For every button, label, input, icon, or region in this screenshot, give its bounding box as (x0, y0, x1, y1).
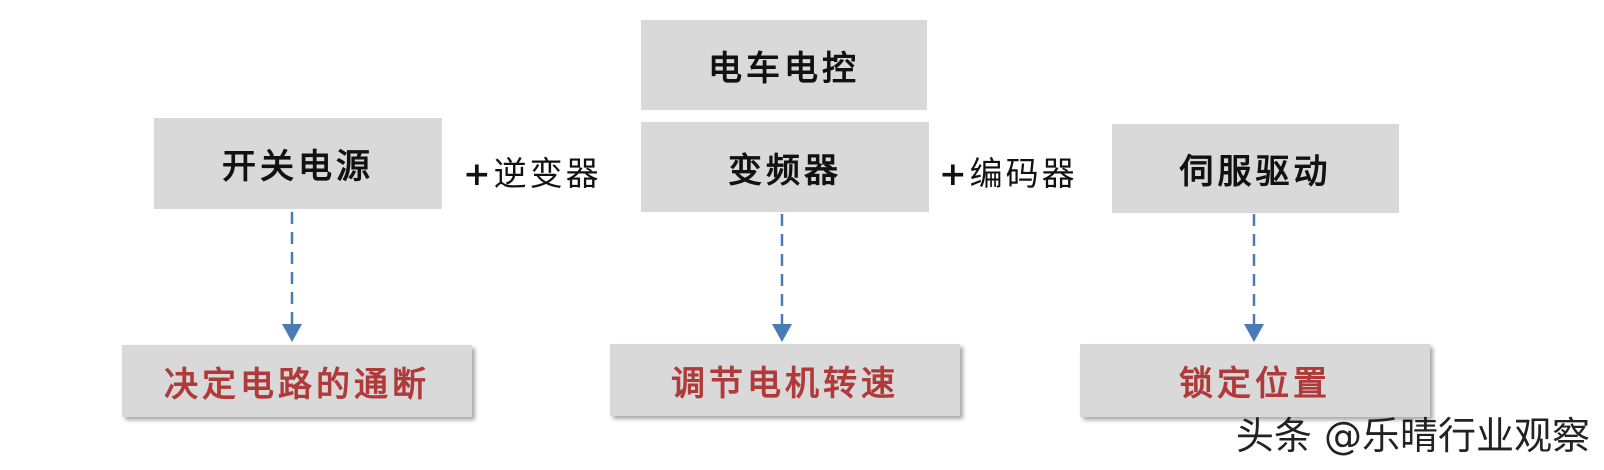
servo-drive-box: 伺服驱动 (1112, 124, 1399, 213)
switch-power-box: 开关电源 (154, 118, 442, 209)
arrowhead-switch-power (282, 324, 302, 342)
result-motor-speed: 调节电机转速 (610, 344, 960, 416)
inverter-box: 变频器 (641, 122, 929, 212)
watermark-caption: 头条 @乐晴行业观察 (1235, 414, 1590, 458)
arrowhead-inverter (772, 324, 792, 342)
result-circuit-switching: 决定电路的通断 (122, 345, 472, 417)
connector-text: 逆变器 (493, 154, 602, 193)
arrowhead-servo (1244, 324, 1264, 342)
connector-inverter-label: +逆变器 (463, 147, 602, 195)
ev-motor-control-box: 电车电控 (641, 20, 927, 110)
plus-sign: + (939, 154, 970, 193)
plus-sign: + (463, 154, 494, 193)
connector-encoder-label: +编码器 (939, 147, 1078, 195)
connector-text: 编码器 (969, 154, 1078, 193)
result-lock-position: 锁定位置 (1080, 344, 1430, 417)
